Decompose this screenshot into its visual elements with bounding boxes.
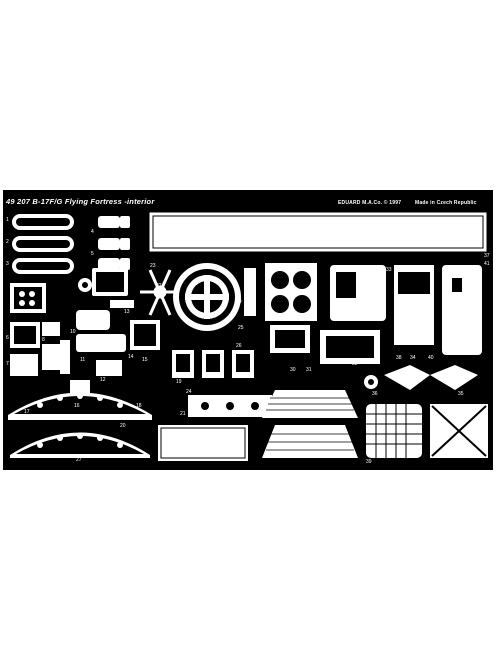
instrument-panels [8, 392, 152, 458]
fret-title: 49 207 B-17F/G Flying Fortress -interior [6, 197, 155, 206]
part-number: 1 [6, 217, 9, 223]
part-number: 7 [6, 361, 9, 367]
part-number: 8 [42, 337, 45, 343]
right-panels [330, 265, 482, 390]
part-number: 4 [91, 229, 94, 235]
part-number: 25 [238, 325, 244, 331]
part-number: 33 [386, 267, 392, 273]
mid-panel [270, 325, 380, 364]
part-number: 27 [76, 457, 82, 463]
part-number: 13 [124, 309, 130, 315]
part-number: 37 [484, 253, 490, 259]
seat-belts-left [12, 214, 74, 274]
bottom-strip [158, 395, 272, 461]
x-panel [430, 404, 488, 458]
part-number: 18 [136, 403, 142, 409]
buckles [78, 216, 130, 292]
part-number: 5 [91, 251, 94, 257]
part-number: 40 [428, 355, 434, 361]
trapezoid-grates [262, 390, 358, 458]
part-number: 14 [128, 354, 134, 360]
part-number: 29 [236, 299, 242, 305]
part-number: 22 [156, 283, 162, 289]
four-gauge-panel [244, 263, 317, 321]
part-number: 30 [290, 367, 296, 373]
turret-ring [173, 263, 241, 331]
part-number: 39 [366, 459, 372, 465]
part-number: 31 [306, 367, 312, 373]
part-number: 12 [100, 377, 106, 383]
part-number: 34 [410, 355, 416, 361]
part-number: 19 [176, 379, 182, 385]
part-number: 2 [6, 239, 9, 245]
star-part [140, 269, 180, 316]
part-number: 36 [372, 391, 378, 397]
part-number: 16 [74, 403, 80, 409]
part-number: 6 [6, 335, 9, 341]
part-number: 41 [484, 261, 490, 267]
part-number: 11 [80, 357, 86, 363]
part-number: 38 [396, 355, 402, 361]
part-number: 10 [70, 329, 76, 335]
maker-mark: EDUARD M.A.Co. © 1997 [338, 200, 402, 206]
part-number: 35 [458, 391, 464, 397]
part-number: 17 [24, 409, 30, 415]
small-parts-left [10, 268, 160, 396]
part-number: 32 [352, 361, 358, 367]
part-number: 23 [150, 263, 156, 269]
part-number: 15 [142, 357, 148, 363]
seat-row [172, 350, 254, 378]
part-number: 3 [6, 261, 9, 267]
part-number: 20 [120, 423, 126, 429]
origin-mark: Made in Czech Republic [415, 200, 477, 206]
part-number: 21 [180, 411, 186, 417]
part-number: 28 [222, 269, 228, 275]
grid-panel [366, 404, 422, 458]
part-number: 24 [186, 389, 192, 395]
part-number: 26 [236, 343, 242, 349]
